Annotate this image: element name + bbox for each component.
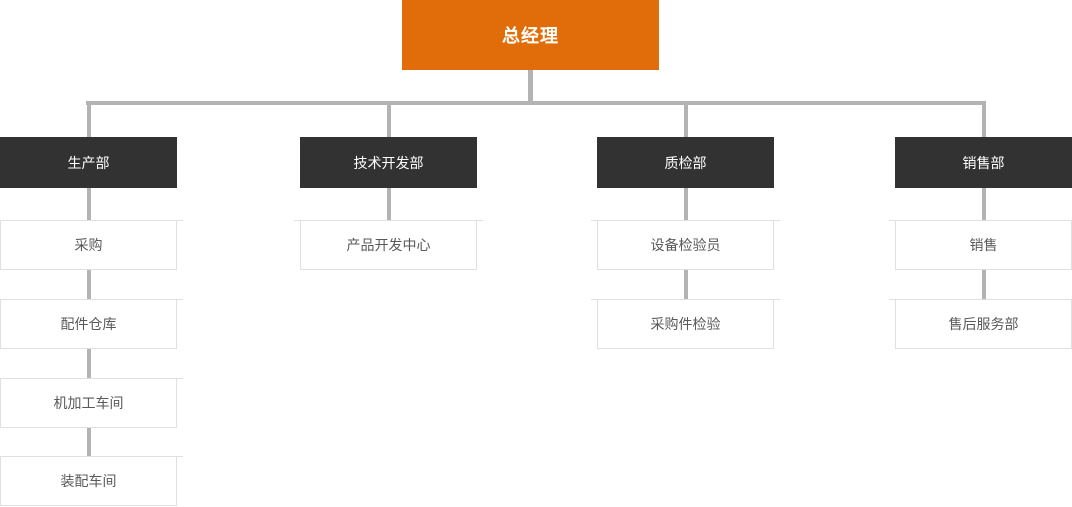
node-label: 售后服务部 bbox=[948, 315, 1019, 332]
node-assembly-workshop: 装配车间 bbox=[0, 456, 183, 506]
node-machining-workshop: 机加工车间 bbox=[0, 378, 183, 428]
node-general-manager: 总经理 bbox=[402, 0, 659, 70]
node-label: 装配车间 bbox=[60, 472, 117, 489]
connector-stub bbox=[86, 188, 91, 220]
node-product-dev-center: 产品开发中心 bbox=[294, 220, 483, 270]
node-top-line bbox=[889, 220, 1072, 221]
column-tech-development: 技术开发部 产品开发中心 bbox=[294, 0, 483, 507]
node-equipment-inspector: 设备检验员 bbox=[591, 220, 780, 270]
node-label: 采购 bbox=[74, 236, 103, 253]
connector-stub bbox=[981, 270, 986, 299]
node-quality-inspection-dept: 质检部 bbox=[597, 137, 774, 188]
node-purchasing: 采购 bbox=[0, 220, 183, 270]
node-label: 销售 bbox=[969, 236, 998, 253]
node-top-line bbox=[294, 220, 483, 221]
connector-stub bbox=[683, 101, 688, 137]
connector-stub bbox=[981, 188, 986, 220]
node-after-sales-service: 售后服务部 bbox=[889, 299, 1072, 349]
node-sales: 销售 bbox=[889, 220, 1072, 270]
connector-stub bbox=[683, 270, 688, 299]
connector-stub bbox=[386, 101, 391, 137]
column-sales: 销售部 销售 售后服务部 bbox=[889, 0, 1072, 507]
connector-stub bbox=[86, 428, 91, 456]
node-sales-dept: 销售部 bbox=[895, 137, 1072, 188]
connector-stub bbox=[86, 101, 91, 137]
node-production-dept: 生产部 bbox=[0, 137, 177, 188]
connector-stub bbox=[683, 188, 688, 220]
node-top-line bbox=[889, 299, 1072, 300]
column-production: 生产部 采购 配件仓库 机加工车间 装配车间 bbox=[0, 0, 183, 507]
node-parts-warehouse: 配件仓库 bbox=[0, 299, 183, 349]
node-top-line bbox=[0, 378, 183, 379]
connector-stub bbox=[386, 188, 391, 220]
node-label: 配件仓库 bbox=[60, 315, 117, 332]
node-tech-development-dept: 技术开发部 bbox=[300, 137, 477, 188]
connector-stub bbox=[981, 101, 986, 137]
node-top-line bbox=[591, 299, 780, 300]
node-top-line bbox=[0, 299, 183, 300]
node-label: 机加工车间 bbox=[53, 394, 124, 411]
node-top-line bbox=[591, 220, 780, 221]
connector-horizontal-line bbox=[86, 101, 986, 105]
node-top-line bbox=[0, 456, 183, 457]
connector-stub bbox=[86, 349, 91, 378]
node-top-line bbox=[0, 220, 183, 221]
column-quality-inspection: 质检部 设备检验员 采购件检验 bbox=[591, 0, 780, 507]
connector-stub bbox=[86, 270, 91, 299]
node-label: 设备检验员 bbox=[650, 236, 721, 253]
node-label: 产品开发中心 bbox=[346, 236, 431, 253]
node-purchased-parts-inspection: 采购件检验 bbox=[591, 299, 780, 349]
connector-root-stub bbox=[528, 70, 533, 101]
node-label: 采购件检验 bbox=[650, 315, 721, 332]
